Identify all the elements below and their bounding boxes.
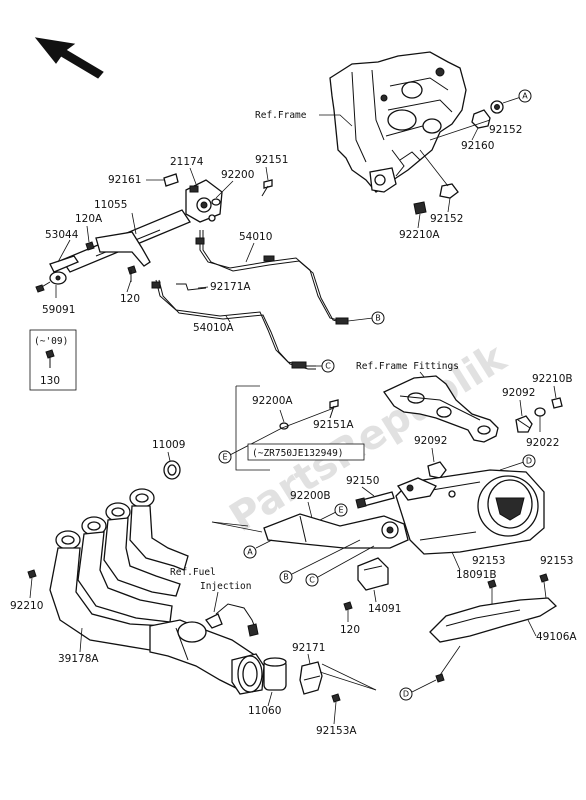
label-11009: 11009 — [152, 439, 185, 451]
callout-a-mid: A — [243, 539, 273, 559]
label-92022: 92022 — [526, 437, 559, 449]
callout-c-top: C — [316, 359, 335, 373]
svg-text:D: D — [526, 457, 532, 466]
callout-a-top: A — [502, 89, 532, 104]
label-year-09: (~'09) — [34, 336, 68, 347]
label-92152-bottom: 92152 — [430, 213, 463, 225]
label-92150: 92150 — [346, 475, 379, 487]
heat-shield — [429, 573, 558, 643]
gasket-11009 — [163, 460, 181, 480]
label-92160: 92160 — [461, 140, 494, 152]
label-92171a: 92171A — [210, 281, 251, 293]
exhaust-header-pipes — [49, 488, 265, 695]
label-92153-right: 92153 — [540, 555, 573, 567]
label-120-left: 120 — [120, 293, 140, 305]
label-14091: 14091 — [368, 603, 401, 615]
label-11055: 11055 — [94, 199, 127, 211]
svg-text:B: B — [283, 573, 289, 582]
svg-text:A: A — [522, 92, 528, 101]
label-53044: 53044 — [45, 229, 79, 241]
callout-b-mid: B — [279, 539, 361, 584]
callout-e-left: E — [218, 450, 232, 464]
label-92200a: 92200A — [252, 395, 293, 407]
svg-text:E: E — [222, 453, 227, 462]
label-120-right: 120 — [340, 624, 360, 636]
label-54010a: 54010A — [193, 322, 234, 334]
ref-frame-label: Ref.Frame — [255, 110, 307, 121]
label-92200b: 92200B — [290, 490, 331, 502]
frame-drawing — [329, 51, 467, 193]
callout-e-right: E — [315, 503, 348, 523]
injection-label: Injection — [200, 581, 251, 592]
muffler — [395, 469, 545, 555]
label-92210a: 92210A — [399, 229, 440, 241]
label-92151a: 92151A — [313, 419, 354, 431]
svg-text:C: C — [309, 576, 315, 585]
frame-fittings-bracket — [383, 375, 499, 443]
frame-hardware — [413, 100, 504, 215]
bracket-hardware — [427, 397, 563, 479]
label-92210: 92210 — [10, 600, 43, 612]
label-11060: 11060 — [248, 705, 281, 717]
label-18091b: 18091B — [456, 569, 497, 581]
cover-14091 — [357, 557, 389, 591]
label-130: 130 — [40, 375, 60, 387]
muffler-hanger-assembly — [35, 173, 273, 293]
label-92171: 92171 — [292, 642, 325, 654]
label-59091: 59091 — [42, 304, 75, 316]
label-49106a: 49106A — [536, 631, 577, 643]
callout-b-top: B — [347, 311, 385, 325]
label-21174: 21174 — [170, 156, 204, 168]
svg-text:E: E — [338, 506, 343, 515]
sensor-bolt-group: 92200A 92151A (~ZR750JE132949) — [227, 385, 365, 471]
label-39178a: 39178A — [58, 653, 99, 665]
front-direction-arrow-icon — [34, 37, 104, 79]
label-92200: 92200 — [221, 169, 254, 181]
label-54010: 54010 — [239, 231, 272, 243]
gasket-11060 — [263, 657, 287, 691]
svg-text:C: C — [325, 362, 331, 371]
label-92210b: 92210B — [532, 373, 573, 385]
connector-pipe — [263, 513, 409, 549]
label-92092-top: 92092 — [502, 387, 535, 399]
label-92153a: 92153A — [316, 725, 357, 737]
callout-d-right: D — [499, 454, 536, 471]
label-92152-top: 92152 — [489, 124, 522, 136]
label-92092-mid: 92092 — [414, 435, 447, 447]
clamp-92171 — [299, 661, 341, 703]
callout-c-mid: C — [305, 545, 375, 587]
svg-text:B: B — [375, 314, 381, 323]
callout-d-bottom: D — [399, 645, 461, 701]
label-92161: 92161 — [108, 174, 141, 186]
label-zr750-note: (~ZR750JE132949) — [252, 448, 344, 459]
ref-fuel-label: Ref.Fuel — [170, 567, 216, 578]
ref-frame-fittings-label: Ref.Frame Fittings — [356, 361, 459, 372]
label-120a: 120A — [75, 213, 103, 225]
year-note-box: (~'09) 130 — [29, 329, 77, 391]
control-cables — [151, 230, 349, 370]
svg-text:D: D — [403, 690, 409, 699]
svg-text:A: A — [247, 548, 253, 557]
label-92151: 92151 — [255, 154, 288, 166]
label-92153-left: 92153 — [472, 555, 505, 567]
